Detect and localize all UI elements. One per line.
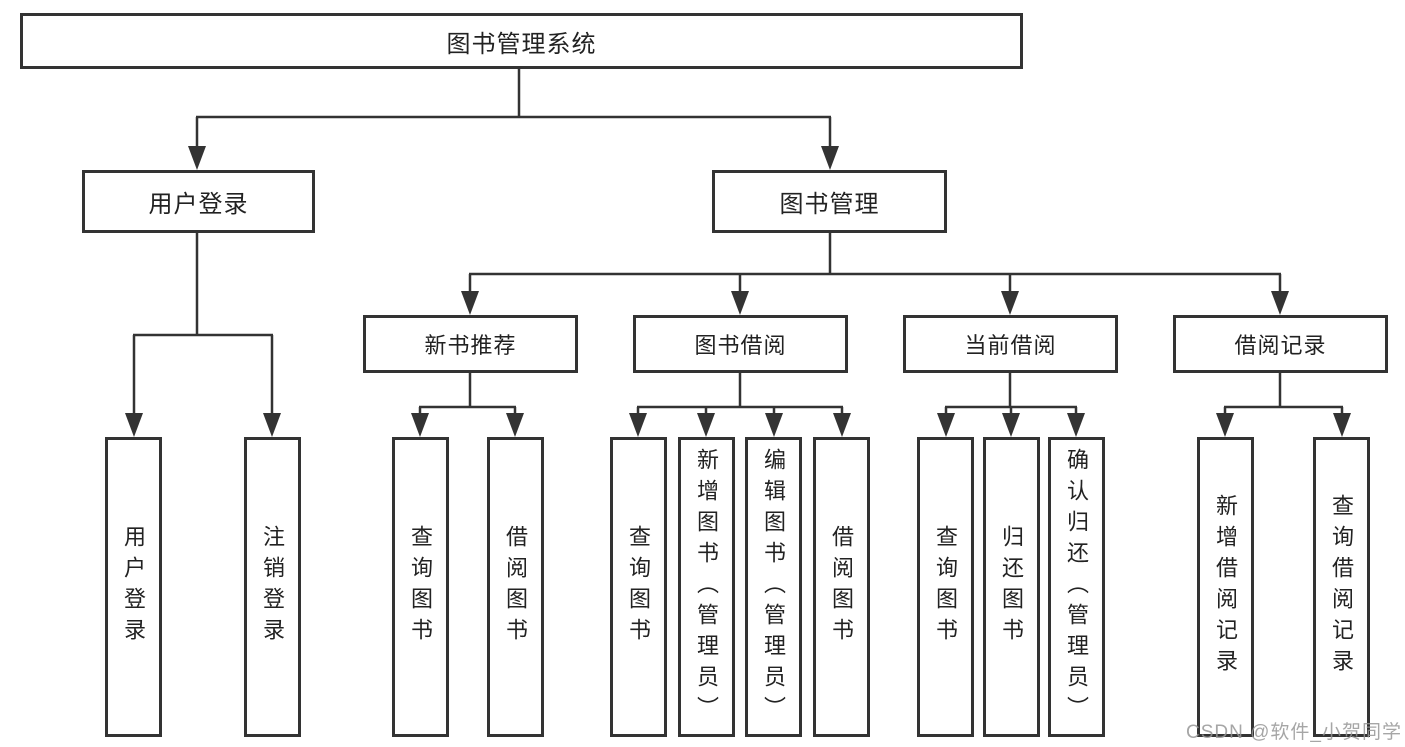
leaf-return-book: 归还图书 [983, 437, 1040, 737]
leaf-add-borrow-record: 新增借阅记录 [1197, 437, 1254, 737]
node-current-borrow: 当前借阅 [903, 315, 1118, 373]
node-user-login: 用户登录 [82, 170, 315, 233]
leaf-confirm-return-admin: 确认归还（管理员） [1048, 437, 1105, 737]
leaf-query-book-borrow: 查询图书 [610, 437, 667, 737]
node-book-borrow: 图书借阅 [633, 315, 848, 373]
node-book-management: 图书管理 [712, 170, 947, 233]
leaf-query-book-recommend: 查询图书 [392, 437, 449, 737]
leaf-query-borrow-record: 查询借阅记录 [1313, 437, 1370, 737]
leaf-user-login: 用户登录 [105, 437, 162, 737]
leaf-edit-book-admin: 编辑图书（管理员） [745, 437, 802, 737]
leaf-query-book-current: 查询图书 [917, 437, 974, 737]
csdn-watermark: CSDN @软件_小贺同学 [1186, 722, 1402, 743]
node-borrow-records: 借阅记录 [1173, 315, 1388, 373]
leaf-borrow-book-recommend: 借阅图书 [487, 437, 544, 737]
node-new-book-recommend: 新书推荐 [363, 315, 578, 373]
node-library-management-system: 图书管理系统 [20, 13, 1023, 69]
leaf-borrow-book: 借阅图书 [813, 437, 870, 737]
leaf-logout-login: 注销登录 [244, 437, 301, 737]
leaf-add-book-admin: 新增图书（管理员） [678, 437, 735, 737]
arrowheads [125, 146, 1351, 437]
